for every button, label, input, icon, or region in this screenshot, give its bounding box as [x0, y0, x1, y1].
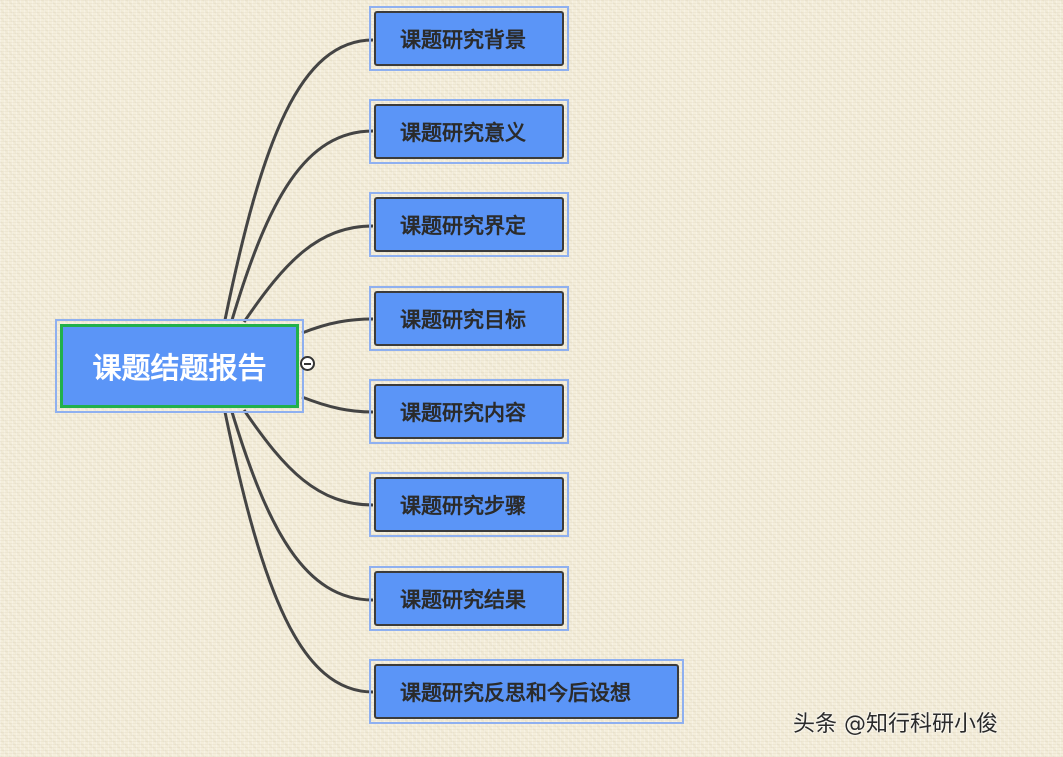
connector-line	[301, 317, 374, 335]
branch-node-results[interactable]: 课题研究结果	[369, 566, 569, 631]
branch-node-goals[interactable]: 课题研究目标	[369, 286, 569, 351]
minus-circle-icon[interactable]	[300, 356, 315, 371]
connector-line	[242, 409, 374, 507]
connector-line	[223, 411, 374, 694]
branch-node-label: 课题研究背景	[374, 11, 564, 66]
branch-node-label: 课题研究目标	[374, 291, 564, 346]
branch-node-significance[interactable]: 课题研究意义	[369, 99, 569, 164]
connector-line	[223, 38, 374, 321]
connector-line	[242, 224, 374, 323]
branch-node-label: 课题研究界定	[374, 197, 564, 252]
watermark: 头条 @知行科研小俊	[793, 712, 998, 737]
branch-node-label: 课题研究步骤	[374, 477, 564, 532]
branch-node-label: 课题研究结果	[374, 571, 564, 626]
connector-line	[230, 129, 374, 321]
branch-node-definition[interactable]: 课题研究界定	[369, 192, 569, 257]
branch-node-label: 课题研究反思和今后设想	[374, 664, 679, 719]
root-node[interactable]: 课题结题报告	[55, 319, 304, 413]
branch-node-content[interactable]: 课题研究内容	[369, 379, 569, 444]
branch-node-background[interactable]: 课题研究背景	[369, 6, 569, 71]
connector-line	[230, 411, 374, 602]
connector-line	[301, 395, 374, 414]
branch-node-reflection[interactable]: 课题研究反思和今后设想	[369, 659, 684, 724]
branch-node-steps[interactable]: 课题研究步骤	[369, 472, 569, 537]
branch-node-label: 课题研究内容	[374, 384, 564, 439]
root-node-label: 课题结题报告	[60, 324, 299, 408]
branch-node-label: 课题研究意义	[374, 104, 564, 159]
